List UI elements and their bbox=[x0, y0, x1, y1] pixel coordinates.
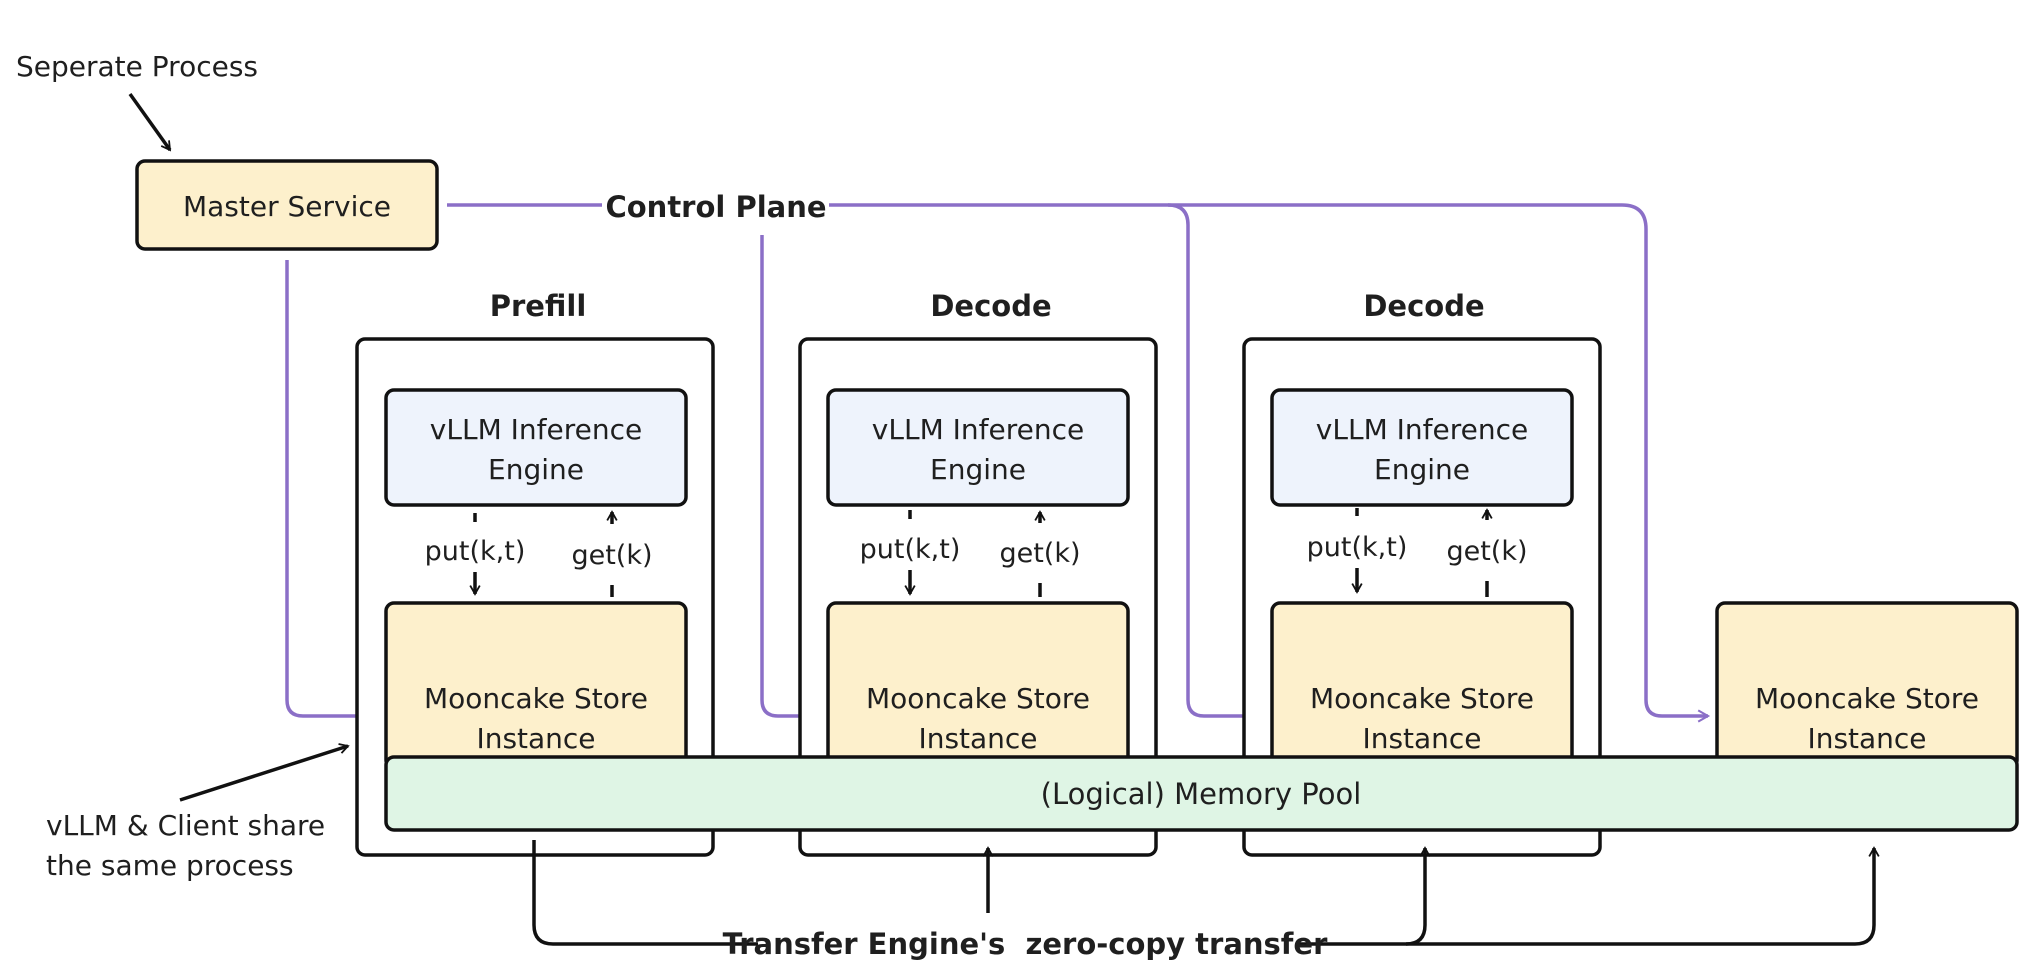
separate-process-arrow bbox=[128, 92, 172, 152]
put-label: put(k,t) bbox=[1307, 532, 1408, 563]
inference-engine-line2: Engine bbox=[930, 453, 1026, 486]
shared-process-annotation-line1: vLLM & Client share bbox=[46, 809, 325, 842]
store-instance-line1: Mooncake Store bbox=[1310, 682, 1534, 715]
get-label: get(k) bbox=[1446, 536, 1527, 567]
node-title: Prefill bbox=[490, 289, 587, 323]
node-title: Decode bbox=[930, 289, 1051, 323]
inference-engine-line1: vLLM Inference bbox=[872, 413, 1084, 446]
separate-process-annotation: Seperate Process bbox=[16, 50, 258, 83]
store-instance-line2: Instance bbox=[918, 722, 1037, 755]
put-label: put(k,t) bbox=[425, 536, 526, 567]
store-instance-line2: Instance bbox=[1807, 722, 1926, 755]
memory-pool-bar bbox=[384, 755, 2019, 832]
inference-engine-box bbox=[384, 388, 688, 507]
control-plane-lines bbox=[285, 203, 1711, 723]
transfer-engine-lines bbox=[532, 840, 1880, 946]
inference-engine-line2: Engine bbox=[488, 453, 584, 486]
put-label: put(k,t) bbox=[860, 534, 961, 565]
inference-engine-line2: Engine bbox=[1374, 453, 1470, 486]
store-instance-line2: Instance bbox=[476, 722, 595, 755]
master-service-box bbox=[135, 159, 439, 251]
node-prefill: Prefill vLLM Inference Engine put(k,t) g… bbox=[355, 289, 715, 857]
get-label: get(k) bbox=[999, 538, 1080, 569]
standalone-store: Mooncake Store Instance bbox=[1715, 601, 2019, 770]
transfer-engine-label: Transfer Engine's zero-copy transfer bbox=[723, 927, 1328, 961]
inference-engine-box bbox=[826, 388, 1130, 507]
inference-engine-box bbox=[1270, 388, 1574, 507]
node-title: Decode bbox=[1363, 289, 1484, 323]
inference-engine-line1: vLLM Inference bbox=[430, 413, 642, 446]
node-decode-2: Decode vLLM Inference Engine put(k,t) ge… bbox=[1242, 289, 1602, 857]
store-instance-line1: Mooncake Store bbox=[1755, 682, 1979, 715]
store-instance-line2: Instance bbox=[1362, 722, 1481, 755]
control-plane-label: Control Plane bbox=[605, 190, 826, 224]
shared-process-arrow bbox=[179, 743, 350, 802]
memory-pool-label: (Logical) Memory Pool bbox=[1041, 777, 1362, 811]
store-instance-line1: Mooncake Store bbox=[866, 682, 1090, 715]
get-label: get(k) bbox=[571, 540, 652, 571]
inference-engine-line1: vLLM Inference bbox=[1316, 413, 1528, 446]
master-service-label: Master Service bbox=[183, 190, 391, 223]
store-instance-line1: Mooncake Store bbox=[424, 682, 648, 715]
node-decode-1: Decode vLLM Inference Engine put(k,t) ge… bbox=[798, 289, 1158, 857]
shared-process-annotation-line2: the same process bbox=[46, 849, 294, 882]
